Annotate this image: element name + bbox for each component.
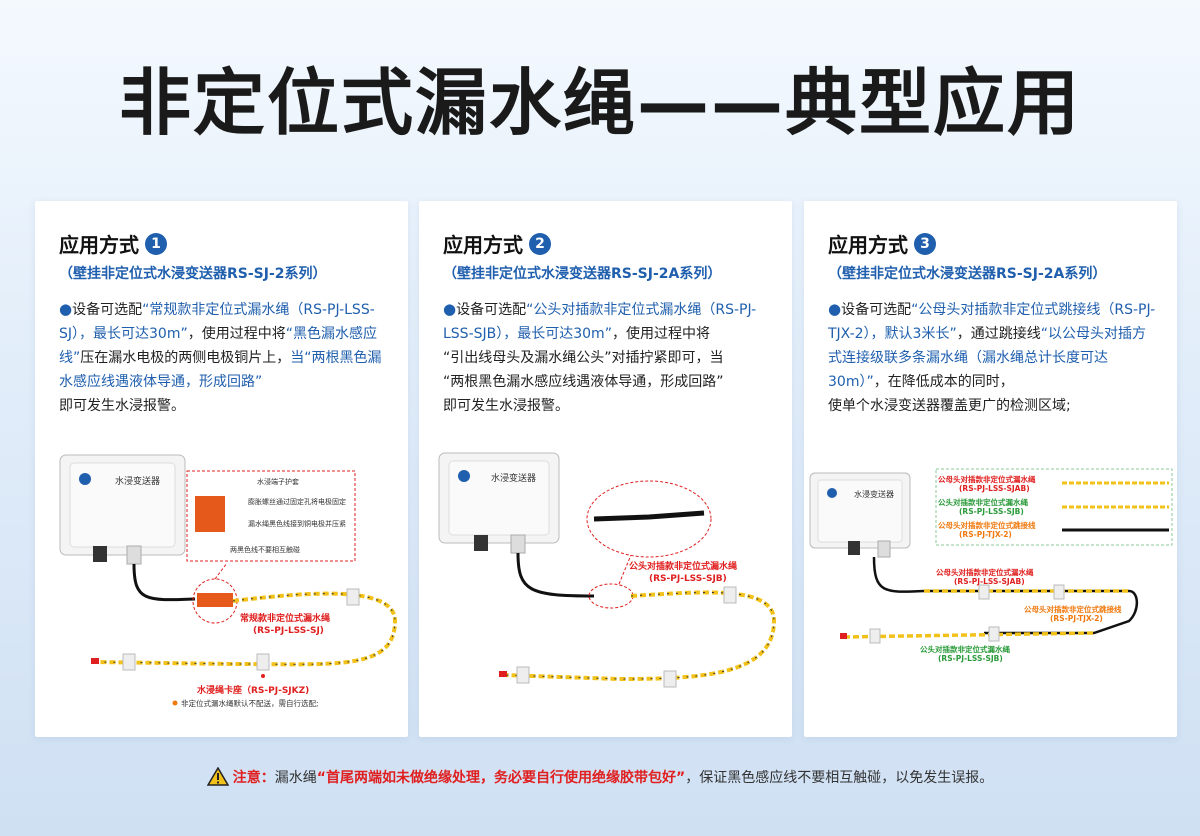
rope-model: (RS-PJ-LSS-SJB) — [649, 574, 727, 584]
application-card-2: 应用方式 2 （壁挂非定位式水浸变送器RS-SJ-2A系列） ●设备可选配“公头… — [419, 201, 792, 737]
callout-text: 水浸端子护套 — [257, 477, 299, 486]
rope-label: 常规款非定位式漏水绳 — [240, 612, 330, 624]
card-heading-text: 应用方式 — [443, 233, 523, 257]
card-subtitle: （壁挂非定位式水浸变送器RS-SJ-2系列） — [59, 266, 327, 282]
wire-model: (RS-PJ-TJX-2) — [1050, 614, 1103, 623]
page-title: 非定位式漏水绳——典型应用 — [118, 61, 1081, 145]
card-description: ●设备可选配“公头对插款非定位式漏水绳（RS-PJ-LSS-SJB），最长可达3… — [443, 300, 757, 414]
warning-icon — [206, 767, 229, 786]
bullet-icon: ● — [59, 300, 73, 318]
clip-note: 非定位式漏水绳默认不配送，需自行选配; — [181, 698, 319, 708]
number-badge: 2 — [529, 232, 551, 255]
legend-entry-name: 公母头对插款非定位式漏水绳 — [938, 474, 1036, 484]
wire-label: 公母头对插款非定位式漏水绳 — [936, 567, 1034, 577]
application-card-3: 应用方式 3 （壁挂非定位式水浸变送器RS-SJ-2A系列） ●设备可选配“公母… — [804, 201, 1177, 737]
rope-label: 公头对插款非定位式漏水绳 — [629, 560, 737, 572]
card-description: ●设备可选配“常规款非定位式漏水绳（RS-PJ-LSS-SJ），最长可达30m”… — [59, 300, 382, 414]
legend-entry-name: 公头对插款非定位式漏水绳 — [938, 497, 1028, 507]
callout-text: 膨胀螺丝通过固定孔将电极固定 — [248, 497, 346, 506]
card-subtitle: （壁挂非定位式水浸变送器RS-SJ-2A系列） — [443, 266, 722, 282]
card-subtitle: （壁挂非定位式水浸变送器RS-SJ-2A系列） — [828, 266, 1107, 282]
transmitter-device: 水浸变送器 — [59, 454, 186, 565]
device-label: 水浸变送器 — [854, 489, 894, 499]
legend-entry-model: (RS-PJ-LSS-SJAB) — [959, 484, 1030, 493]
legend-entry-model: (RS-PJ-LSS-SJB) — [959, 507, 1024, 516]
card-heading-text: 应用方式 — [59, 233, 139, 257]
application-card-1: 应用方式 1 （壁挂非定位式水浸变送器RS-SJ-2系列） ●设备可选配“常规款… — [35, 201, 408, 737]
callout-text: 漏水绳黑色线接到铜电极并压紧 — [248, 519, 346, 528]
bullet-icon: ● — [828, 300, 842, 318]
card-heading: 应用方式 1 — [59, 229, 167, 258]
legend-entry-name: 公母头对插款非定位式跳接线 — [938, 520, 1036, 530]
number-badge: 3 — [914, 232, 936, 255]
device-label: 水浸变送器 — [491, 472, 536, 484]
footer-warning: 注意：漏水绳“首尾两端如未做绝缘处理，务必要自行使用绝缘胶带包好”，保证黑色感应… — [0, 767, 1200, 787]
wire-label: 公母头对插款非定位式跳接线 — [1024, 604, 1122, 614]
wire-label: 公头对插款非定位式漏水绳 — [920, 644, 1010, 654]
wire-model: (RS-PJ-LSS-SJAB) — [954, 577, 1025, 586]
card-description: ●设备可选配“公母头对插款非定位式跳接线（RS-PJ-TJX-2），默认3米长”… — [828, 300, 1156, 414]
rope-model: (RS-PJ-LSS-SJ) — [253, 626, 324, 636]
warning-note: 注意： — [232, 770, 275, 786]
number-badge: 1 — [145, 232, 167, 255]
transmitter-device: 水浸变送器 — [809, 472, 911, 558]
card-heading-text: 应用方式 — [828, 233, 908, 257]
wire-model: (RS-PJ-LSS-SJB) — [938, 654, 1003, 663]
card-heading: 应用方式 2 — [443, 229, 551, 258]
legend: 公母头对插款非定位式漏水绳 (RS-PJ-LSS-SJAB) 公头对插款非定位式… — [938, 474, 1169, 539]
bullet-icon: ● — [443, 300, 457, 318]
transmitter-device: 水浸变送器 — [438, 452, 560, 554]
clip-label: 水浸绳卡座（RS-PJ-SJKZ) — [197, 684, 309, 696]
card-heading: 应用方式 3 — [828, 229, 936, 258]
callout-text: 两黑色线不要相互触碰 — [230, 545, 300, 554]
device-label: 水浸变送器 — [115, 475, 160, 487]
legend-entry-model: (RS-PJ-TJX-2) — [959, 530, 1012, 539]
